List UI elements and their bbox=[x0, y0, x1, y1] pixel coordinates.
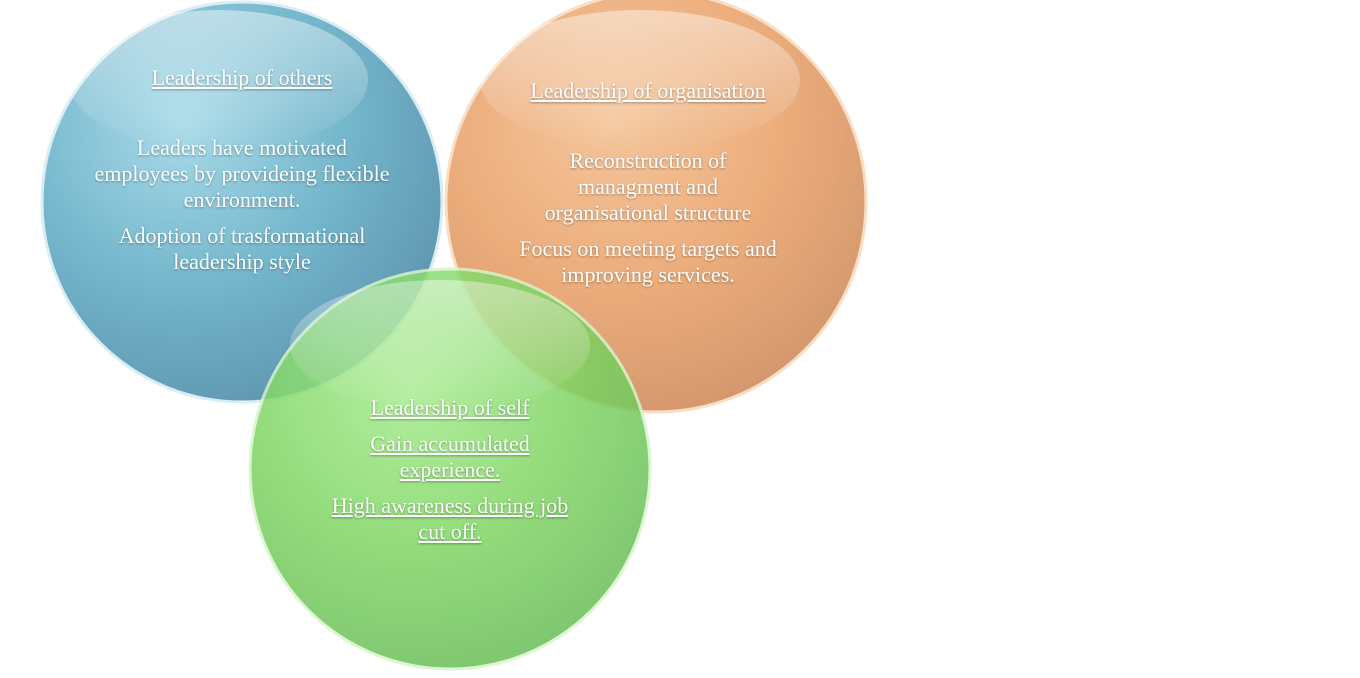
circle-self-text: Leadership of self Gain accumulated expe… bbox=[325, 395, 575, 545]
circle-organisation-title: Leadership of organisation bbox=[530, 78, 766, 103]
circle-self-line-1: Gain accumulated experience. bbox=[370, 431, 530, 482]
circle-others-title: Leadership of others bbox=[151, 65, 333, 90]
circle-self-title: Leadership of self bbox=[370, 395, 530, 420]
circle-organisation-line-1: Reconstruction of managment and organisa… bbox=[544, 148, 752, 225]
circle-self-line-2: High awareness during job cut off. bbox=[331, 493, 569, 544]
circle-self bbox=[248, 267, 652, 671]
circle-others-line-1: Leaders have motivated employees by prov… bbox=[94, 135, 390, 212]
circle-organisation-text: Leadership of organisation Reconstructio… bbox=[508, 78, 788, 288]
circle-others-text: Leadership of others Leaders have motiva… bbox=[92, 65, 392, 275]
circle-others-line-2: Adoption of trasformational leadership s… bbox=[118, 223, 366, 274]
circle-organisation-line-2: Focus on meeting targets and improving s… bbox=[519, 236, 777, 287]
